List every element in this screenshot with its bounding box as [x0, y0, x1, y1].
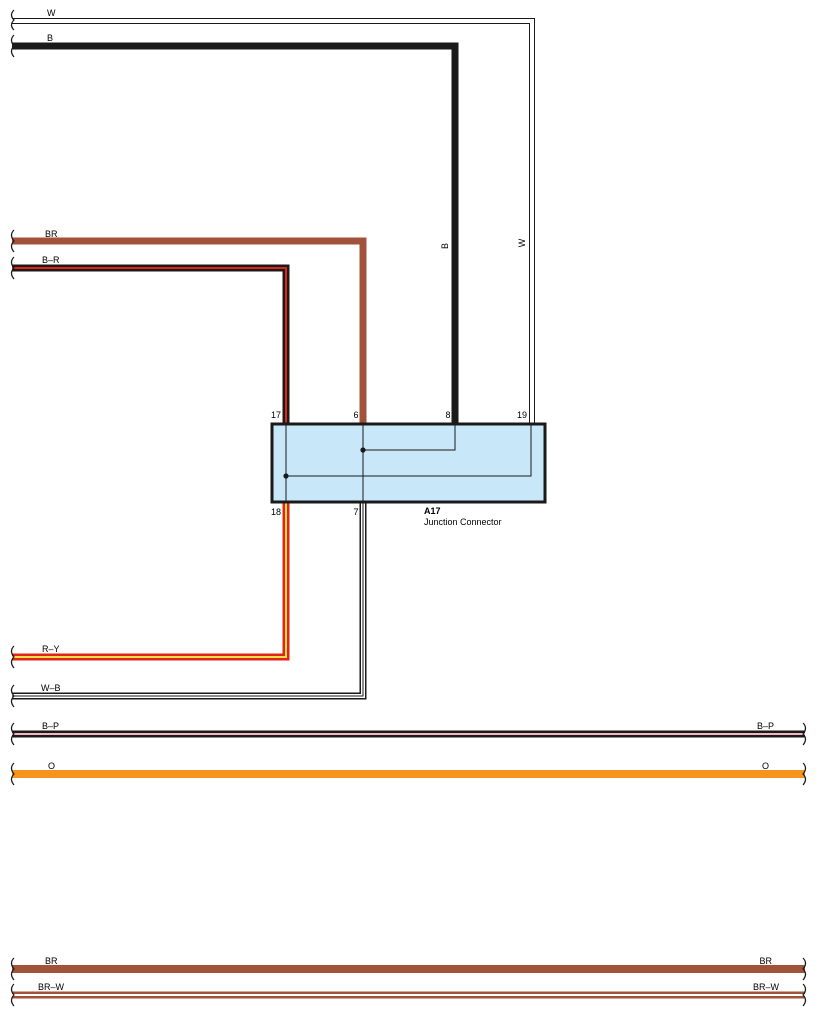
- wire-w-b[interactable]: [12, 502, 367, 700]
- break-left-br-bottom: [10, 957, 15, 981]
- connector-name: Junction Connector: [424, 517, 502, 527]
- wire-b-r[interactable]: [12, 264, 290, 424]
- label-br-w-right: BR–W: [753, 982, 780, 992]
- wire-break-symbols-right: [802, 722, 807, 1007]
- wire-b-core: [12, 42, 459, 424]
- pin-19: 19: [517, 410, 527, 420]
- break-left-w-b: [10, 684, 15, 708]
- break-left-b-p: [10, 722, 15, 746]
- wire-w-b-core: [12, 502, 365, 698]
- connector-body: [270, 422, 547, 504]
- break-left-o: [10, 762, 15, 786]
- break-left-w: [10, 9, 15, 31]
- wire-r-y-stripe: [12, 502, 287, 658]
- connector-id: A17: [424, 506, 441, 516]
- pin-18: 18: [271, 507, 281, 517]
- break-left-br: [10, 229, 15, 253]
- splice-dot-6: [360, 447, 366, 453]
- label-o-left: O: [48, 761, 55, 771]
- label-w-top: W: [47, 8, 56, 18]
- label-w-b: W–B: [41, 683, 61, 693]
- pin-17: 17: [271, 410, 281, 420]
- break-left-b-r: [10, 256, 15, 280]
- wire-b-r-stripe: [12, 267, 287, 424]
- wire-w-b-outline: [12, 502, 367, 700]
- wire-b-r-outline: [12, 264, 290, 424]
- label-br-bottom-left: BR: [45, 956, 58, 966]
- wire-w-b-center: [12, 502, 364, 697]
- label-b-r: B–R: [42, 255, 60, 265]
- wire-r-y[interactable]: [12, 502, 290, 661]
- label-br-bottom-right: BR: [759, 956, 772, 966]
- wire-br[interactable]: [12, 237, 367, 424]
- break-right-br-w: [802, 983, 807, 1007]
- pin-7: 7: [353, 507, 358, 517]
- break-right-b-p: [802, 722, 807, 746]
- label-b-p-right: B–P: [757, 721, 774, 731]
- break-left-br-w: [10, 983, 15, 1007]
- internal-link-17-19: [285, 424, 532, 477]
- label-w-vertical: W: [517, 238, 527, 247]
- label-br-w-left: BR–W: [38, 982, 65, 992]
- break-right-o: [802, 762, 807, 786]
- break-left-b: [10, 34, 15, 58]
- label-b-p-left: B–P: [42, 721, 59, 731]
- splice-dot-17: [283, 473, 289, 479]
- internal-link-6-8: [362, 424, 456, 451]
- label-b-top: B: [47, 33, 53, 43]
- pin-6: 6: [353, 410, 358, 420]
- wire-br-core: [12, 237, 367, 424]
- break-left-r-y: [10, 645, 15, 669]
- label-br-mid: BR: [45, 229, 58, 239]
- label-r-y: R–Y: [42, 644, 60, 654]
- wire-r-y-outline: [12, 502, 290, 661]
- break-right-br-bottom: [802, 957, 807, 981]
- wire-w[interactable]: [12, 18, 535, 424]
- wire-b[interactable]: [12, 42, 459, 424]
- label-b-vertical: B: [440, 243, 450, 249]
- label-o-right: O: [762, 761, 769, 771]
- pin-8: 8: [445, 410, 450, 420]
- junction-connector-a17[interactable]: [270, 422, 547, 504]
- wire-w-core: [12, 19, 534, 424]
- wire-break-symbols-left: [10, 9, 15, 1007]
